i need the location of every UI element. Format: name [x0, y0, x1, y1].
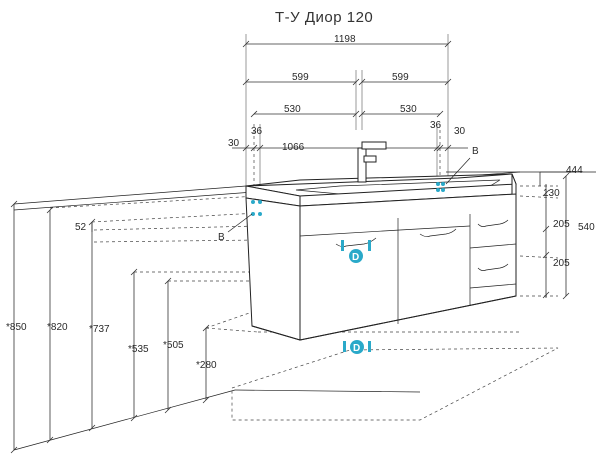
dim-total-width: 1198: [334, 34, 356, 45]
b-left-dot-4: [258, 212, 262, 216]
marker-b-right: B: [472, 146, 479, 157]
dim-basin-width: 1066: [282, 142, 305, 153]
dim-offset-left-b: 36: [251, 126, 263, 137]
dim-depth: 444: [566, 165, 583, 176]
connection-markers: B B D D: [218, 146, 479, 354]
vanity-cabinet: [245, 173, 517, 341]
faucet-body: [357, 147, 367, 183]
handle-lower-drawer: [477, 263, 509, 272]
dim-h505: *505: [163, 340, 184, 351]
faucet-lever: [363, 155, 377, 163]
faucet: [357, 141, 387, 183]
dim-h280: *280: [196, 360, 217, 371]
b-right-dot-2: [441, 182, 445, 186]
dim-half-right: 599: [392, 72, 409, 83]
b-right-dot-4: [441, 188, 445, 192]
cabinet-left-side: [245, 197, 301, 341]
drawer-split-upper: [469, 243, 517, 249]
marker-d-floor: D: [353, 343, 360, 354]
marker-b-left: B: [218, 232, 225, 243]
faucet-spout: [361, 141, 387, 150]
b-left-dot-1: [251, 200, 255, 204]
dim-inner-left: 530: [284, 104, 301, 115]
right-dimensions: 444 130 205 540 205: [539, 165, 595, 300]
d-front-bar-left: [341, 240, 344, 251]
dim-top-height: 130: [543, 188, 560, 199]
wall-guides: [13, 171, 596, 451]
marker-d-front: D: [352, 252, 359, 263]
dim-h535: *535: [128, 344, 149, 355]
handle-top-drawer: [335, 237, 377, 248]
dim-drawer-lower: 205: [553, 258, 570, 269]
dim-inner-right: 530: [400, 104, 417, 115]
handles: [335, 219, 509, 272]
dim-offset-right-a: 36: [430, 120, 442, 131]
dim-h820: *820: [47, 322, 68, 333]
top-dimensions: 1198 599 599 530 530 30 36 1066 36 30: [228, 34, 468, 196]
b-right-dot-1: [436, 182, 440, 186]
drawing-title: Т-У Диор 120: [275, 9, 373, 26]
b-left-dot-2: [258, 200, 262, 204]
left-dimensions: *850 *820 *737 *535 *505 *280 52: [6, 200, 217, 454]
d-front-bar-right: [368, 240, 371, 251]
d-floor-circle: [350, 340, 364, 354]
dim-h850: *850: [6, 322, 27, 333]
dim-drawer-upper: 205: [553, 219, 570, 230]
d-front-circle: [349, 249, 363, 263]
dim-h737: *737: [89, 324, 110, 335]
handle-upper-drawer: [477, 219, 509, 228]
d-floor-bar-right: [368, 341, 371, 352]
b-right-dot-3: [436, 188, 440, 192]
b-left-dot-3: [251, 212, 255, 216]
dim-offset-right-b: 30: [454, 126, 466, 137]
dim-half-left: 599: [292, 72, 309, 83]
handle-left-door: [419, 228, 457, 238]
dim-offset-left-a: 30: [228, 138, 240, 149]
dim-d52: 52: [75, 222, 87, 233]
dim-overall-height: 540: [578, 222, 595, 233]
d-floor-bar-left: [343, 341, 346, 352]
drawer-split-lower: [469, 283, 517, 289]
